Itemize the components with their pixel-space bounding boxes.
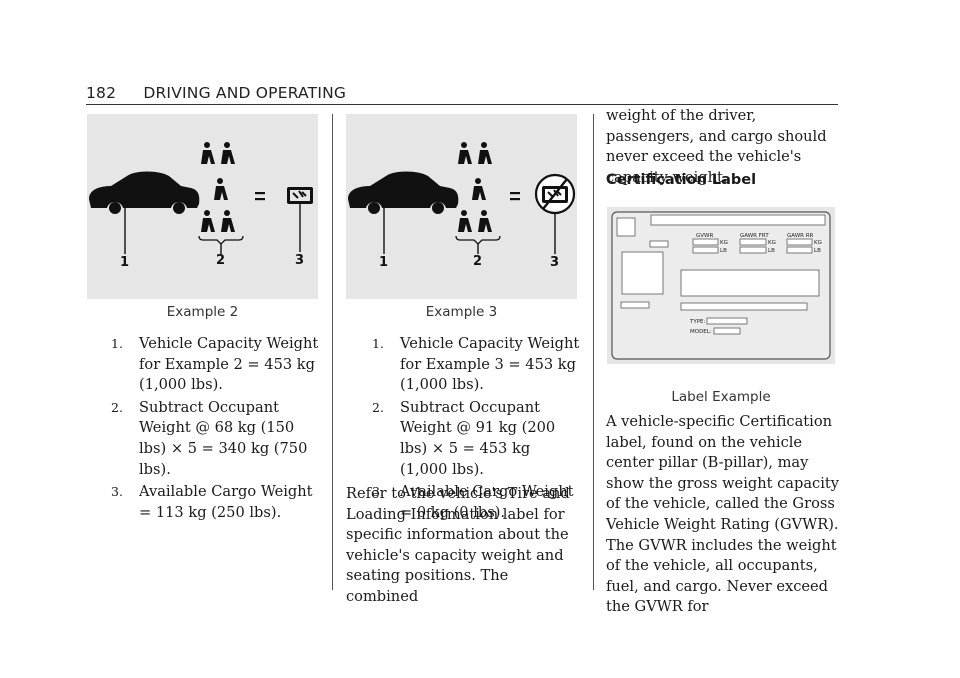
list-item: 3.Available Cargo Weight = 113 kg (250 l… [111, 483, 313, 521]
callout-3: 3 [295, 253, 304, 268]
running-header: 182 DRIVING AND OPERATING [86, 84, 346, 102]
example-2-figure: 1 2 3 [87, 114, 318, 299]
no-cargo-icon [534, 173, 576, 215]
example-2-list: 1.Vehicle Capacity Weight for Example 2 … [111, 334, 323, 525]
example-3-figure: 1 2 3 [346, 114, 577, 299]
svg-text:KG: KG [720, 240, 728, 246]
callout-1: 1 [120, 255, 129, 270]
equals-sign [255, 192, 265, 195]
example-3-caption: Example 3 [425, 304, 498, 320]
list-item: 1.Vehicle Capacity Weight for Example 3 … [372, 335, 580, 394]
gawr-rr-label: GAWR RR [787, 233, 814, 239]
list-item: 3.Available Cargo Weight = 0 kg (0 lbs). [372, 483, 574, 521]
callout-2: 2 [216, 253, 225, 268]
column-divider-right [593, 114, 594, 590]
callout-3: 3 [550, 255, 559, 270]
svg-text:KG: KG [814, 240, 822, 246]
capacity-paragraph: weight of the driver, passengers, and ca… [606, 107, 827, 186]
minus-sign [177, 195, 187, 198]
section-title: DRIVING AND OPERATING [143, 84, 347, 102]
label-example-figure: GVWR GAWR FRT GAWR RR KG LB KG LB KG LB … [607, 207, 835, 364]
gvwr-label: GVWR [696, 233, 713, 239]
bracket [198, 235, 244, 245]
minus-sign [434, 195, 444, 198]
cargo-icon [287, 187, 313, 204]
certification-paragraph: A vehicle-specific Certification label, … [606, 413, 839, 616]
certification-label-illustration: GVWR GAWR FRT GAWR RR KG LB KG LB KG LB … [611, 211, 831, 360]
equals-sign [510, 192, 520, 195]
list-item: 2.Subtract Occupant Weight @ 91 kg (200 … [372, 398, 556, 478]
car-icon [89, 171, 200, 208]
type-label: TYPE: [689, 319, 706, 325]
column-divider-left [332, 114, 333, 590]
callout-1: 1 [379, 255, 388, 270]
occupant-icons [458, 142, 492, 232]
car-icon [348, 171, 459, 208]
header-rule [86, 104, 838, 105]
svg-text:KG: KG [768, 240, 776, 246]
model-label: MODEL: [690, 329, 712, 335]
list-item: 1.Vehicle Capacity Weight for Example 2 … [111, 335, 319, 394]
occupant-icons [201, 142, 235, 232]
label-example-caption: Label Example [671, 389, 771, 405]
example-3-list: 1.Vehicle Capacity Weight for Example 3 … [372, 334, 582, 525]
svg-text:LB: LB [814, 248, 821, 254]
middle-paragraph: Refer to the vehicle's Tire and Loading … [346, 485, 570, 605]
svg-text:LB: LB [720, 248, 727, 254]
example-2-illustration: 1 2 3 [89, 142, 313, 270]
gawr-frt-label: GAWR FRT [740, 233, 769, 239]
list-item: 2.Subtract Occupant Weight @ 68 kg (150 … [111, 398, 308, 478]
example-2-caption: Example 2 [166, 304, 239, 320]
callout-2: 2 [473, 254, 482, 269]
example-3-illustration: 1 2 3 [348, 142, 576, 270]
svg-text:LB: LB [768, 248, 775, 254]
bracket [455, 235, 501, 245]
page-number: 182 [86, 84, 117, 102]
certification-heading: Certification Label [606, 172, 757, 188]
